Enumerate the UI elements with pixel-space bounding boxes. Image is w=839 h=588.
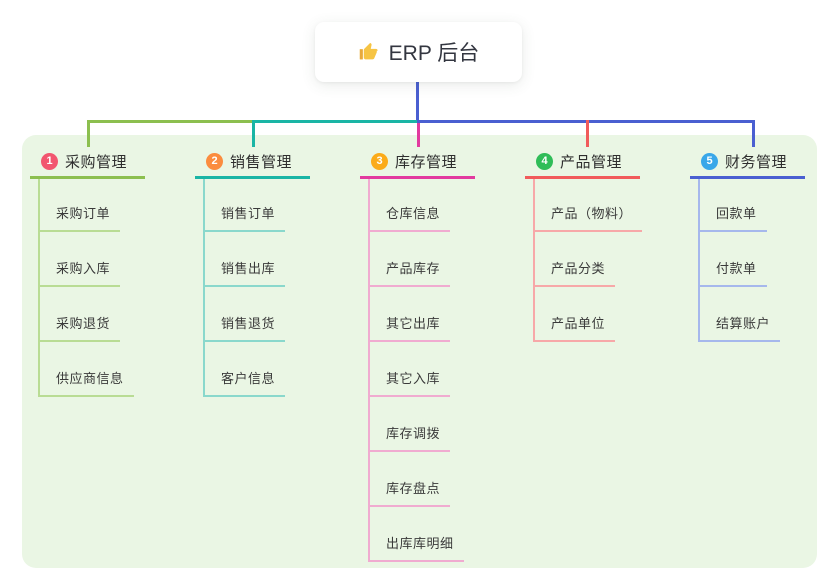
branch-4: 4 产品管理 产品（物料） 产品分类产品单位 — [525, 147, 643, 342]
leaf-node[interactable]: 客户信息 — [203, 371, 286, 397]
branch-number-badge: 1 — [41, 153, 58, 170]
branch-label: 采购管理 — [65, 154, 128, 171]
leaf-node[interactable]: 回款单 — [698, 206, 767, 232]
root-title: ERP 后台 — [388, 42, 480, 65]
branch-3: 3 库存管理 仓库信息产品库存其它出库其它入库库存调拨库存盘点出库库明细 — [360, 147, 475, 562]
branch-vertical-line — [38, 179, 40, 397]
branch-vertical-line — [368, 179, 370, 562]
branch-vertical-line — [203, 179, 205, 397]
leaf-node[interactable]: 产品分类 — [533, 261, 616, 287]
bus-segment — [252, 120, 417, 123]
branch-label: 销售管理 — [230, 154, 293, 171]
branch-node[interactable]: 3 库存管理 — [360, 147, 475, 179]
leaf-node[interactable]: 付款单 — [698, 261, 767, 287]
leaf-node[interactable]: 采购订单 — [38, 206, 121, 232]
thumbs-up-icon — [359, 42, 378, 60]
branch-number-badge: 5 — [701, 153, 718, 170]
branch-drop-line — [417, 123, 420, 147]
branch-vertical-line — [533, 179, 535, 342]
leaf-node[interactable]: 其它入库 — [368, 371, 451, 397]
leaf-node[interactable]: 库存调拨 — [368, 426, 451, 452]
branch-1: 1 采购管理 采购订单采购入库采购退货供应商信息 — [30, 147, 145, 397]
leaf-node[interactable]: 出库库明细 — [368, 536, 464, 562]
branch-label: 财务管理 — [725, 154, 788, 171]
leaf-node[interactable]: 销售订单 — [203, 206, 286, 232]
leaf-node[interactable]: 产品（物料） — [533, 206, 643, 232]
branch-number-badge: 4 — [536, 153, 553, 170]
branch-node[interactable]: 4 产品管理 — [525, 147, 640, 179]
leaf-node[interactable]: 结算账户 — [698, 316, 781, 342]
leaf-node[interactable]: 产品库存 — [368, 261, 451, 287]
root-node[interactable]: ERP 后台 — [315, 22, 522, 82]
leaf-node[interactable]: 销售出库 — [203, 261, 286, 287]
branch-2: 2 销售管理 销售订单销售出库销售退货客户信息 — [195, 147, 310, 397]
branch-drop-line — [752, 120, 755, 147]
leaf-node[interactable]: 其它出库 — [368, 316, 451, 342]
branch-label: 库存管理 — [395, 154, 458, 171]
branch-number-badge: 2 — [206, 153, 223, 170]
leaf-node[interactable]: 仓库信息 — [368, 206, 451, 232]
leaf-node[interactable]: 采购入库 — [38, 261, 121, 287]
leaf-node[interactable]: 采购退货 — [38, 316, 121, 342]
root-connector-line — [415, 82, 419, 123]
leaf-node[interactable]: 产品单位 — [533, 316, 616, 342]
branch-node[interactable]: 5 财务管理 — [690, 147, 805, 179]
branch-number-badge: 3 — [371, 153, 388, 170]
branches-panel — [22, 135, 817, 568]
branch-node[interactable]: 1 采购管理 — [30, 147, 145, 179]
leaf-node[interactable]: 库存盘点 — [368, 481, 451, 507]
branch-5: 5 财务管理 回款单付款单结算账户 — [690, 147, 805, 342]
branch-drop-line — [87, 120, 90, 147]
branch-node[interactable]: 2 销售管理 — [195, 147, 310, 179]
leaf-node[interactable]: 供应商信息 — [38, 371, 134, 397]
branch-label: 产品管理 — [560, 154, 623, 171]
leaf-node[interactable]: 销售退货 — [203, 316, 286, 342]
branch-vertical-line — [698, 179, 700, 342]
bus-segment — [87, 120, 252, 123]
branch-drop-line — [586, 120, 589, 147]
branch-drop-line — [252, 120, 255, 147]
